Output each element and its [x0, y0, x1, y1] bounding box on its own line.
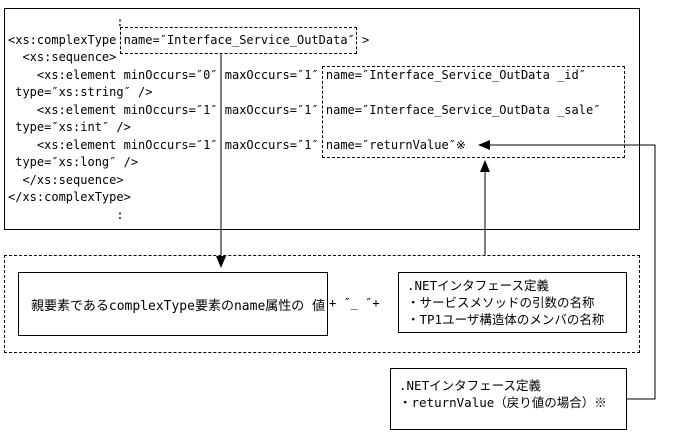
parent-name-value-box: 親要素であるcomplexType要素のname属性の 値 — [18, 272, 328, 336]
code-type-int: type=″xs:int″ /> — [8, 120, 131, 134]
concatenation-operator-label: + ″_ ″+ — [329, 296, 380, 310]
code-element-sale: <xs:element minOccurs=″1″ maxOccurs=″1″ … — [8, 102, 601, 117]
dotnet-box-title: .NETインタフェース定義 — [407, 278, 549, 293]
code-ellipsis-top: : — [8, 15, 124, 29]
dotnet-box-member-names: ・TP1ユーザ構造体のメンバの名称 — [407, 312, 605, 327]
dotnet-box-arg-names: ・サービスメソッドの引数の名称 — [407, 295, 595, 310]
code-ellipsis-bottom: : — [8, 207, 124, 222]
xml-code-box — [4, 8, 640, 230]
code-type-long: type=″xs:long″ /> — [8, 155, 139, 169]
parent-name-value-label: 親要素であるcomplexType要素のname属性の 値 — [31, 298, 326, 314]
code-complextype-close: </xs:complexType> — [8, 190, 131, 204]
highlight-complextype-name — [120, 27, 357, 54]
code-sequence-close: </xs:sequence> — [8, 172, 124, 187]
dotnet-returnvalue-box: .NETインタフェース定義 ・returnValue（戻り値の場合）※ — [390, 368, 627, 430]
dotnet-member-names-box: .NETインタフェース定義 ・サービスメソッドの引数の名称 ・TP1ユーザ構造体… — [398, 272, 627, 333]
code-element-id: <xs:element minOccurs=″0″ maxOccurs=″1″ … — [8, 67, 586, 82]
return-box-title: .NETインタフェース定義 — [399, 378, 541, 393]
code-type-string: type=″xs:string″ /> — [8, 85, 153, 99]
code-element-returnvalue: <xs:element minOccurs=″1″ maxOccurs=″1″ … — [8, 137, 466, 152]
highlight-element-names — [322, 66, 625, 158]
code-sequence-open: <xs:sequence> — [8, 50, 117, 64]
return-box-returnvalue-label: ・returnValue（戻り値の場合）※ — [399, 395, 607, 410]
code-complextype-open: <xs:complexType name=″Interface_Service_… — [8, 32, 370, 47]
